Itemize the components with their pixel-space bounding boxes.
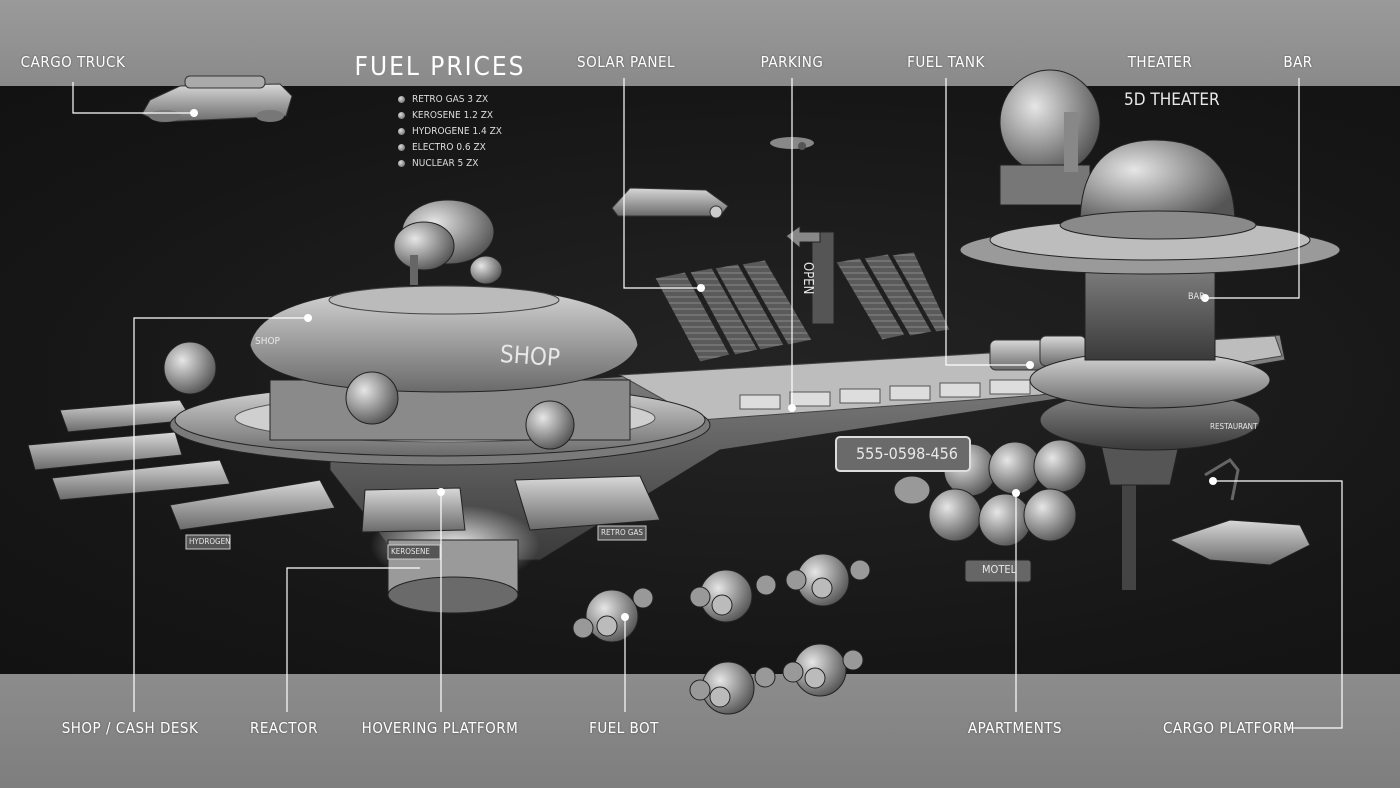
sign-phone: 555-0598-456 [856, 444, 958, 463]
sign-shop: SHOP [499, 339, 561, 373]
sign-kerosene: KEROSENE [391, 547, 430, 556]
leader-dots [190, 109, 1217, 621]
fuel-prices-title: FUEL PRICES [354, 52, 526, 82]
shop-dome [163, 199, 711, 466]
sign-motel: MOTEL [982, 563, 1017, 576]
label-cargo-platform: CARGO PLATFORM [1162, 719, 1296, 737]
fuel-price-item: KEROSENE 1.2 ZX [398, 108, 502, 124]
sign-shop-small: SHOP [255, 336, 280, 347]
apartments-block [835, 436, 1087, 583]
sign-hydrogen: HYDROGEN [189, 537, 231, 546]
label-parking: PARKING [760, 53, 824, 71]
parking-bays [739, 379, 1031, 410]
theater-tower [959, 69, 1341, 590]
label-hovering-platform: HOVERING PLATFORM [361, 719, 519, 737]
label-theater: THEATER [1127, 53, 1193, 71]
solar-panels [654, 251, 951, 363]
sign-5d-theater: 5D THEATER [1124, 90, 1220, 110]
label-fuel-tank: FUEL TANK [907, 53, 985, 71]
label-apartments: APARTMENTS [967, 719, 1063, 737]
label-shop-cash-desk: SHOP / CASH DESK [61, 719, 199, 737]
label-bar: BAR [1283, 53, 1313, 71]
hover-tanker [611, 187, 729, 219]
label-cargo-truck: CARGO TRUCK [20, 53, 126, 71]
cargo-platform-ship [1168, 458, 1311, 566]
fuel-bots [572, 553, 871, 715]
leader-lines [72, 78, 1343, 729]
fuel-price-item: NUCLEAR 5 ZX [398, 156, 502, 172]
sign-open: OPEN [800, 262, 815, 295]
sign-bar: BAR [1188, 292, 1205, 302]
sign-retro-gas: RETRO GAS [601, 528, 643, 537]
open-sign-pylon [785, 225, 835, 325]
sign-restaurant: RESTAURANT [1210, 422, 1258, 431]
hovering-platforms [27, 399, 661, 560]
top-band [0, 0, 1400, 86]
fuel-prices-list: RETRO GAS 3 ZX KEROSENE 1.2 ZX HYDROGENE… [398, 92, 502, 172]
fuel-price-item: RETRO GAS 3 ZX [398, 92, 502, 108]
label-fuel-bot: FUEL BOT [589, 719, 659, 737]
fuel-price-item: ELECTRO 0.6 ZX [398, 140, 502, 156]
label-solar-panel: SOLAR PANEL [577, 53, 675, 71]
label-reactor: REACTOR [249, 719, 319, 737]
cargo-truck-ship [141, 75, 293, 123]
fuel-price-item: HYDROGENE 1.4 ZX [398, 124, 502, 140]
